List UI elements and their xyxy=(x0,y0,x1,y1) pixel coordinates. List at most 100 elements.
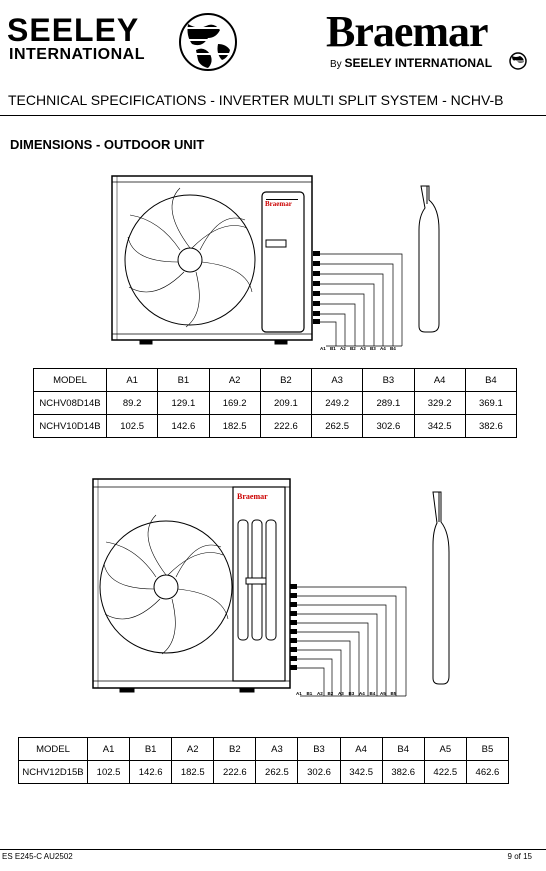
section-title: DIMENSIONS - OUTDOOR UNIT xyxy=(10,137,205,152)
table-header-cell: B1 xyxy=(157,368,210,392)
table-cell: 142.6 xyxy=(129,760,173,784)
footer-document-code: ES E245-C AU2502 xyxy=(2,852,73,861)
dimension-label: B2 xyxy=(327,691,334,696)
small-globe-icon xyxy=(509,52,527,70)
document-title: TECHNICAL SPECIFICATIONS - INVERTER MULT… xyxy=(8,92,504,108)
unit2-dimension-labels: A1 B1 A2 B2 A3 B3 A4 B4 A5 B5 xyxy=(296,691,410,699)
table-header-cell: B4 xyxy=(381,737,425,761)
unit1-dimension-labels: A1 B1 A2 B2 A3 B3 A4 B4 xyxy=(320,346,410,354)
table-header-cell: A1 xyxy=(105,368,159,392)
table-header-cell: A4 xyxy=(413,368,466,392)
table-header-cell: A3 xyxy=(310,368,364,392)
dimension-label: B1 xyxy=(306,691,313,696)
table-cell: 382.6 xyxy=(381,760,425,784)
table-header-cell: B2 xyxy=(259,368,313,392)
table-row: NCHV10D14B 102.5 142.6 182.5 222.6 262.5… xyxy=(33,414,518,438)
table-cell: 209.1 xyxy=(259,391,313,415)
table-header-row: MODEL A1 B1 A2 B2 A3 B3 A4 B4 A5 B5 xyxy=(18,737,510,761)
outdoor-unit-2-drawing xyxy=(92,478,291,693)
unit1-valves xyxy=(313,251,320,324)
dimensions-table-1: MODEL A1 B1 A2 B2 A3 B3 A4 B4 NCHV08D14B… xyxy=(33,368,518,438)
dimension-label: A4 xyxy=(380,346,386,351)
dimension-label: A3 xyxy=(338,691,344,696)
dimension-label: A1 xyxy=(320,346,326,351)
unit1-dimension-lines xyxy=(320,253,403,347)
table-cell: 302.6 xyxy=(362,414,415,438)
table-cell: 249.2 xyxy=(310,391,364,415)
table-cell: 222.6 xyxy=(213,760,257,784)
table-row: NCHV08D14B 89.2 129.1 169.2 209.1 249.2 … xyxy=(33,391,518,415)
table-cell: 222.6 xyxy=(259,414,313,438)
table-header-cell: A4 xyxy=(339,737,383,761)
table-header-cell: A2 xyxy=(171,737,215,761)
table-cell: 289.1 xyxy=(362,391,415,415)
seeley-logo-subtitle: INTERNATIONAL xyxy=(9,46,145,63)
table-cell: 142.6 xyxy=(157,414,210,438)
dimension-label: A4 xyxy=(359,691,365,696)
unit2-brand-label: Braemar xyxy=(237,492,268,501)
dimension-label: B4 xyxy=(369,691,376,696)
table-header-cell: A1 xyxy=(86,737,131,761)
table-cell: 342.5 xyxy=(339,760,383,784)
dimension-label: A5 xyxy=(380,691,386,696)
dimension-label: B4 xyxy=(390,346,396,351)
table-cell: 382.6 xyxy=(464,414,518,438)
dimension-label: A2 xyxy=(340,346,346,351)
dimension-label: B3 xyxy=(370,346,376,351)
table-header-cell: B3 xyxy=(362,368,415,392)
table-cell: 329.2 xyxy=(413,391,466,415)
table-header-cell: A5 xyxy=(423,737,467,761)
table-header-cell: A2 xyxy=(208,368,261,392)
braemar-logo-byline: By SEELEY INTERNATIONAL xyxy=(330,57,492,71)
outdoor-unit-1-drawing xyxy=(111,175,313,345)
table-cell: 369.1 xyxy=(464,391,518,415)
table-cell: 262.5 xyxy=(255,760,299,784)
table-header-cell: B2 xyxy=(213,737,257,761)
footer-page-number: 9 of 15 xyxy=(507,852,532,861)
table-cell: 262.5 xyxy=(310,414,364,438)
dimensions-table-2: MODEL A1 B1 A2 B2 A3 B3 A4 B4 A5 B5 NCHV… xyxy=(18,737,510,784)
dimension-label: B3 xyxy=(348,691,355,696)
table-header-row: MODEL A1 B1 A2 B2 A3 B3 A4 B4 xyxy=(33,368,518,392)
table-cell: 302.6 xyxy=(297,760,341,784)
footer-divider xyxy=(0,849,546,850)
header-divider xyxy=(0,115,546,116)
unit1-brand-label-area xyxy=(266,199,298,200)
dimension-label: B1 xyxy=(330,346,336,351)
table-cell: 182.5 xyxy=(171,760,215,784)
fan-blades-2 xyxy=(103,514,229,655)
table-cell: 129.1 xyxy=(157,391,210,415)
table-cell: 182.5 xyxy=(208,414,261,438)
braemar-logo-title: Braemar xyxy=(326,7,489,56)
fan-blades-1 xyxy=(127,187,253,328)
dimension-label: B5 xyxy=(390,691,397,696)
braemar-by-brand: SEELEY INTERNATIONAL xyxy=(344,56,493,70)
table-cell: NCHV08D14B xyxy=(33,391,107,415)
table-header-cell: MODEL xyxy=(18,737,88,761)
table-cell: 422.5 xyxy=(423,760,467,784)
unit1-brand-label: Braemar xyxy=(265,200,292,208)
table-cell: 89.2 xyxy=(105,391,159,415)
table-cell: 342.5 xyxy=(413,414,466,438)
table-row: NCHV12D15B 102.5 142.6 182.5 222.6 262.5… xyxy=(18,760,510,784)
table-header-cell: A3 xyxy=(255,737,299,761)
table-header-cell: B1 xyxy=(129,737,173,761)
table-header-cell: B5 xyxy=(465,737,510,761)
table-cell: NCHV12D15B xyxy=(18,760,88,784)
globe-icon xyxy=(179,13,237,71)
dimension-label: A1 xyxy=(296,691,302,696)
dimension-label: A3 xyxy=(360,346,366,351)
table-cell: 102.5 xyxy=(86,760,131,784)
braemar-by-prefix: By xyxy=(330,59,342,70)
unit2-dimension-lines xyxy=(296,586,407,697)
table-cell: 169.2 xyxy=(208,391,261,415)
unit2-valves xyxy=(290,584,297,670)
dimension-label: B2 xyxy=(350,346,356,351)
seeley-logo-title: SEELEY xyxy=(7,12,140,48)
table-header-cell: B3 xyxy=(297,737,341,761)
table-header-cell: B4 xyxy=(464,368,518,392)
dimension-label: A2 xyxy=(317,691,323,696)
table-cell: NCHV10D14B xyxy=(33,414,107,438)
outdoor-unit-1-side-view xyxy=(418,185,440,333)
